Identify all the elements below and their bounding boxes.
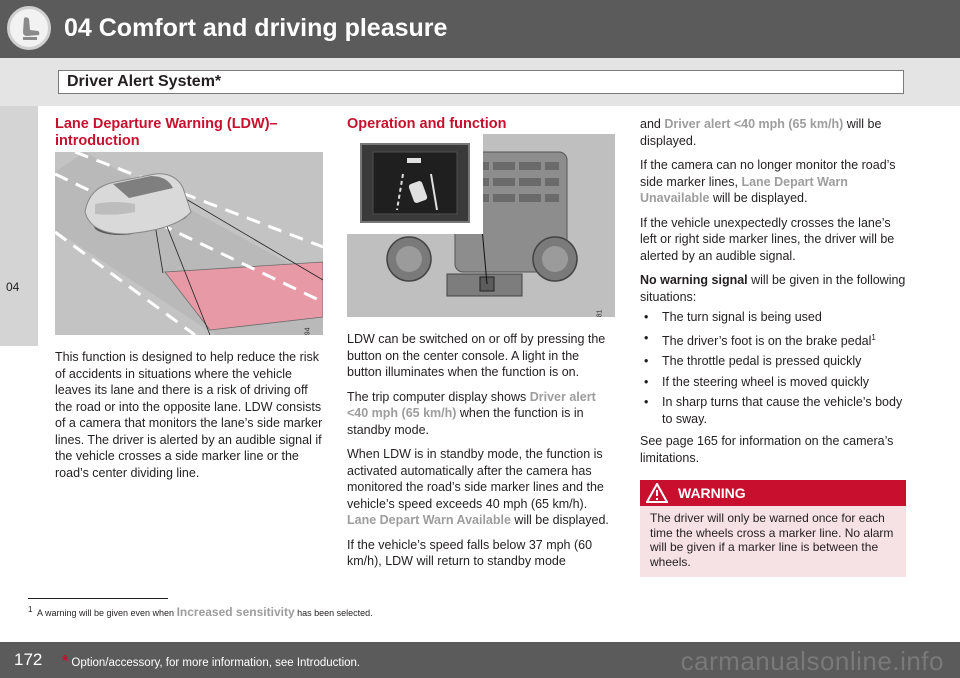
figure-code: G017394	[301, 327, 318, 335]
bullet-icon: •	[644, 395, 649, 410]
section-title: Driver Alert System*	[67, 73, 222, 90]
bullet-icon: •	[644, 310, 649, 324]
header-band	[0, 0, 960, 58]
footer-note: * Option/accessory, for more information…	[62, 653, 361, 670]
footnote-ref: 1	[871, 332, 876, 342]
ldw-camera-illustration: G017394	[55, 152, 323, 335]
bullet-icon: •	[644, 374, 649, 389]
bullet-icon: •	[644, 354, 649, 369]
list-item: •If the steering wheel is moved quickly	[644, 374, 870, 389]
list-item: •The turn signal is being used	[644, 310, 822, 324]
chapter-side-tab	[0, 106, 38, 346]
operation-paragraph-3: When LDW is in standby mode, the functio…	[347, 447, 609, 527]
camera-limitations-paragraph: See page 165 for information on the came…	[640, 434, 894, 465]
bullet-icon: •	[644, 330, 649, 345]
figure-code: G043681	[593, 309, 610, 317]
display-message: Driver alert <40 mph (65 km/h)	[664, 117, 844, 131]
ldw-intro-paragraph: This function is designed to help reduce…	[55, 350, 323, 480]
page-number: 172	[14, 650, 43, 669]
chapter-title: 04 Comfort and driving pleasure	[64, 14, 448, 42]
footnote-rule	[28, 598, 168, 599]
list-item: •The throttle pedal is pressed quickly	[644, 354, 862, 369]
display-message: Lane Depart Warn Unavailable	[640, 174, 848, 206]
standby-paragraph: and Driver alert <40 mph (65 km/h) will …	[640, 117, 882, 148]
no-warning-paragraph: No warning signal will be given in the f…	[640, 273, 906, 304]
list-item: •The driver’s foot is on the brake pedal…	[644, 330, 876, 348]
warning-triangle-icon	[646, 483, 668, 504]
column-2: Operation and function G043681	[347, 116, 615, 578]
watermark: carmanualsonline.info	[680, 646, 944, 676]
section-title-box: Driver Alert System*	[58, 70, 904, 94]
column-3: and Driver alert <40 mph (65 km/h) will …	[640, 116, 906, 578]
column-1: Lane Departure Warning (LDW)– introducti…	[55, 116, 323, 489]
chapter-icon-badge	[7, 6, 51, 50]
warning-title: WARNING	[678, 485, 746, 502]
console-illustration	[347, 134, 615, 317]
car-lane-illustration	[55, 152, 323, 335]
operation-paragraph-2: The trip computer display shows Driver a…	[347, 389, 596, 437]
operation-paragraph-4: If the vehicle’s speed falls below 37 mp…	[347, 537, 593, 569]
warning-box: WARNING The driver will only be warned o…	[640, 480, 906, 578]
center-console-illustration: G043681	[347, 134, 615, 317]
audible-signal-paragraph: If the vehicle unexpectedly crosses the …	[640, 215, 895, 263]
seat-icon	[23, 17, 40, 40]
footer-band	[0, 642, 960, 678]
operation-paragraph-1: LDW can be switched on or off by pressin…	[347, 332, 606, 379]
display-message: Driver alert <40 mph (65 km/h)	[347, 389, 596, 421]
unavailable-paragraph: If the camera can no longer monitor the …	[640, 158, 896, 206]
display-message: Lane Depart Warn Available	[347, 513, 511, 527]
no-warning-list: •The turn signal is being used •The driv…	[640, 309, 906, 427]
side-tab-label: 04	[6, 280, 20, 294]
ldw-intro-heading: Lane Departure Warning (LDW)– introducti…	[55, 116, 278, 149]
operation-heading: Operation and function	[347, 116, 507, 132]
warning-body: The driver will only be warned once for …	[650, 511, 894, 569]
warning-header: WARNING	[640, 480, 906, 507]
footnote: 1 A warning will be given even when Incr…	[28, 605, 373, 619]
list-item: •In sharp turns that cause the vehicle’s…	[644, 395, 903, 426]
